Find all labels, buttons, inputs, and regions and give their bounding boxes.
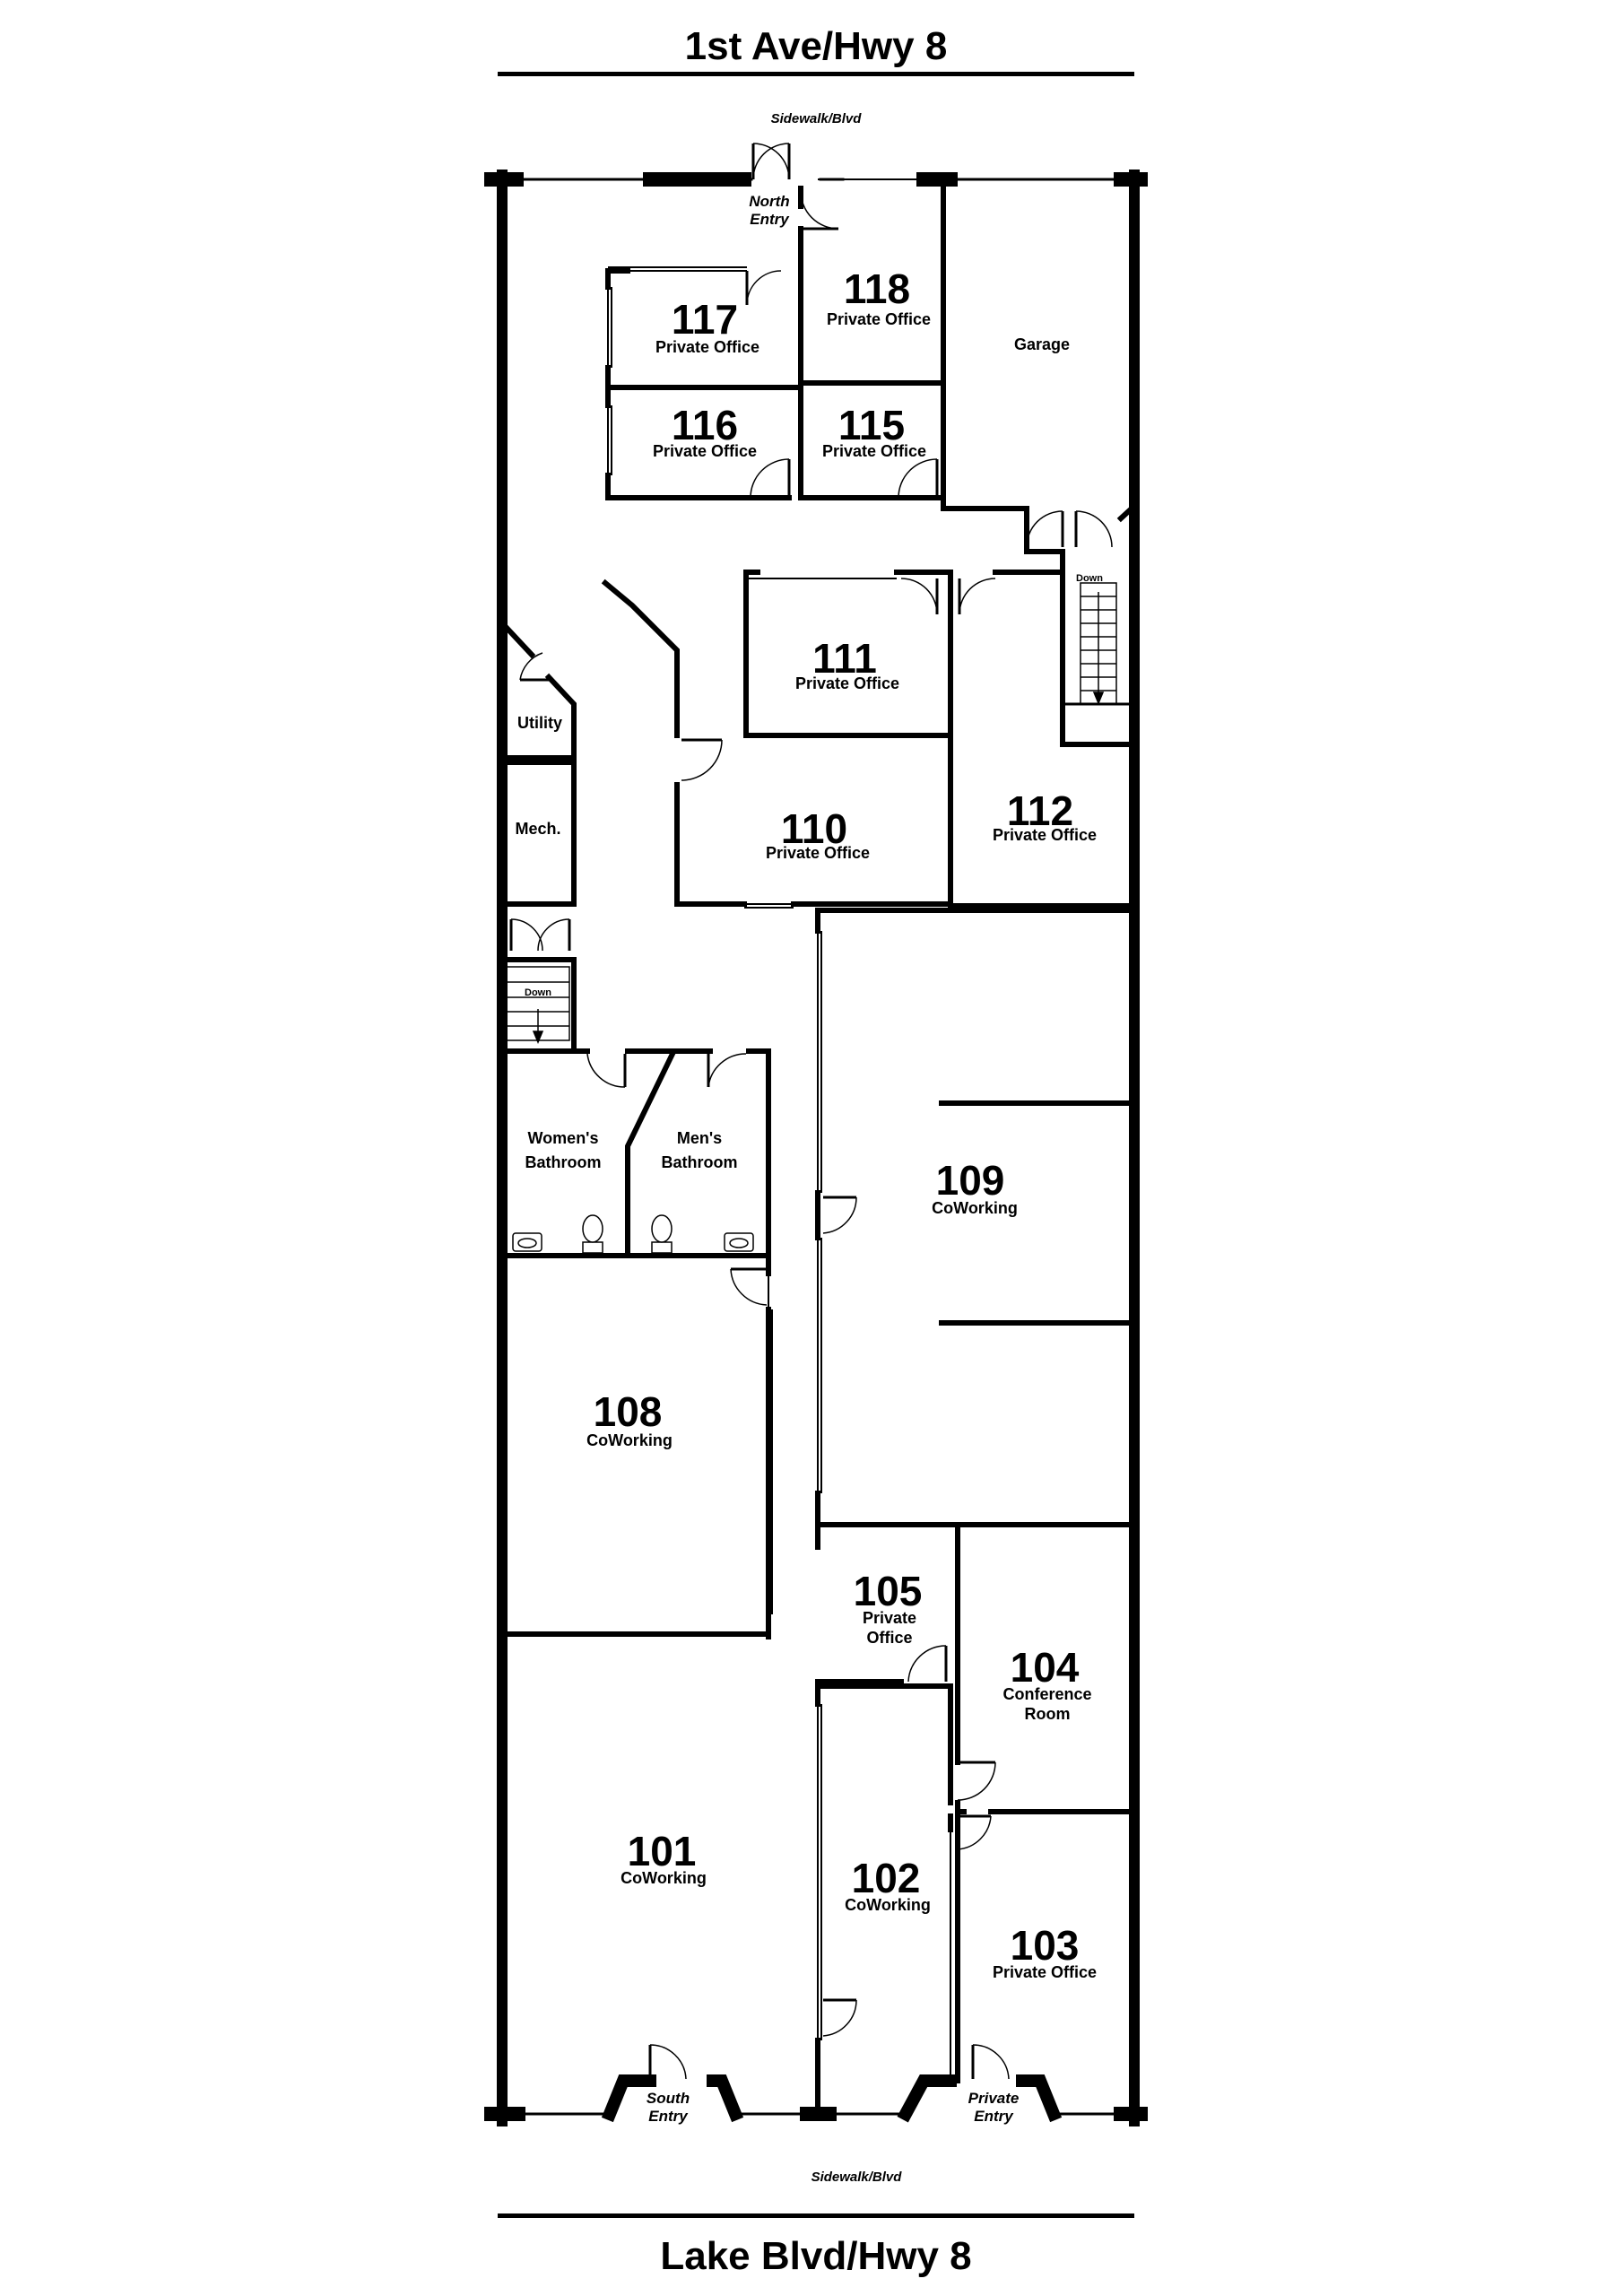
room-111-type: Private Office <box>795 674 899 692</box>
door-mens[interactable] <box>707 1053 747 1088</box>
space-garage[interactable]: Garage <box>1014 335 1070 353</box>
room-112-type: Private Office <box>993 826 1097 844</box>
womens-bathroom-label-line2: Bathroom <box>525 1153 602 1171</box>
room-105-type-line1: Private <box>863 1609 916 1627</box>
room-108[interactable]: 108 CoWorking <box>586 1388 673 1449</box>
garage-label: Garage <box>1014 335 1070 353</box>
stairs-east-label: Down <box>1076 573 1103 584</box>
door-103[interactable] <box>957 1814 992 1850</box>
room-116-number: 116 <box>672 402 738 448</box>
room-103-number: 103 <box>1011 1922 1080 1969</box>
door-115[interactable] <box>898 458 939 499</box>
room-103[interactable]: 103 Private Office <box>993 1922 1097 1981</box>
room-110-number: 110 <box>781 805 847 852</box>
street-bottom-line <box>498 2213 1134 2218</box>
room-101-type: CoWorking <box>621 1869 707 1887</box>
room-115-number: 115 <box>838 402 905 448</box>
room-117-type: Private Office <box>655 338 759 356</box>
room-101[interactable]: 101 CoWorking <box>621 1828 707 1887</box>
room-110-type: Private Office <box>766 844 870 862</box>
room-103-type: Private Office <box>993 1963 1097 1981</box>
room-104[interactable]: 104 Conference Room <box>1002 1644 1091 1723</box>
space-utility[interactable]: Utility <box>517 714 562 732</box>
room-109-type: CoWorking <box>932 1199 1018 1217</box>
room-104-number: 104 <box>1011 1644 1080 1691</box>
room-104-type-line2: Room <box>1025 1705 1071 1723</box>
door-south-entry[interactable] <box>648 2044 687 2080</box>
room-109-number: 109 <box>936 1157 1005 1204</box>
room-102-type: CoWorking <box>845 1896 931 1914</box>
door-116[interactable] <box>750 458 791 499</box>
sidewalk-top-label: Sidewalk/Blvd <box>771 111 863 126</box>
exterior-walls <box>484 170 1148 2126</box>
private-entry-label-line2: Entry <box>974 2108 1014 2125</box>
room-112-number: 112 <box>1007 787 1073 834</box>
door-womens[interactable] <box>586 1053 627 1088</box>
space-mech[interactable]: Mech. <box>515 820 560 838</box>
room-115-type: Private Office <box>822 442 926 460</box>
south-entry-label-line2: Entry <box>648 2108 689 2125</box>
room-105-number: 105 <box>854 1568 923 1614</box>
bathroom-fixtures-icon <box>512 1214 754 1254</box>
room-116[interactable]: 116 Private Office <box>653 402 757 460</box>
womens-bathroom[interactable]: Women's Bathroom <box>525 1129 602 1171</box>
room-117[interactable]: 117 Private Office <box>655 296 759 356</box>
door-110[interactable] <box>681 738 723 781</box>
room-118-number: 118 <box>844 265 910 312</box>
mens-bathroom[interactable]: Men's Bathroom <box>662 1129 738 1171</box>
room-105-type-line2: Office <box>866 1629 912 1647</box>
womens-bathroom-label-line1: Women's <box>528 1129 599 1147</box>
door-102[interactable] <box>822 1998 857 2037</box>
door-garage[interactable] <box>1026 510 1064 548</box>
room-102[interactable]: 102 CoWorking <box>845 1855 931 1914</box>
north-entry-label-line1: North <box>749 193 789 210</box>
sidewalk-bottom-label: Sidewalk/Blvd <box>812 2170 903 2185</box>
room-108-number: 108 <box>594 1388 663 1435</box>
room-118[interactable]: 118 Private Office <box>827 265 931 328</box>
utility-label: Utility <box>517 714 562 732</box>
stairs-west-label: Down <box>525 987 551 998</box>
door-stair-2[interactable] <box>1074 510 1113 548</box>
street-top-line <box>498 72 1134 76</box>
door-118[interactable] <box>800 190 839 230</box>
room-115[interactable]: 115 Private Office <box>822 402 926 460</box>
private-entry-label-line1: Private <box>968 2090 1020 2107</box>
stairs-east-icon <box>1080 582 1117 705</box>
room-111[interactable]: 111 Private Office <box>795 635 899 692</box>
room-112[interactable]: 112 Private Office <box>993 787 1097 844</box>
door-private-entry[interactable] <box>971 2044 1010 2080</box>
room-118-type: Private Office <box>827 310 931 328</box>
door-utility[interactable] <box>519 652 551 682</box>
room-117-number: 117 <box>672 296 738 343</box>
door-stair-1[interactable] <box>509 918 571 952</box>
door-104[interactable] <box>957 1761 996 1801</box>
room-109[interactable]: 109 CoWorking <box>932 1157 1018 1217</box>
room-105[interactable]: 105 Private Office <box>854 1568 923 1647</box>
stairs-west-icon <box>506 966 570 1044</box>
door-108[interactable] <box>730 1267 768 1306</box>
north-entry-door[interactable] <box>751 143 791 180</box>
room-102-number: 102 <box>852 1855 921 1901</box>
mens-bathroom-label-line1: Men's <box>677 1129 722 1147</box>
door-109[interactable] <box>822 1196 857 1234</box>
door-105[interactable] <box>907 1645 948 1683</box>
room-104-type-line1: Conference <box>1002 1685 1091 1703</box>
room-116-type: Private Office <box>653 442 757 460</box>
room-108-type: CoWorking <box>586 1431 673 1449</box>
door-112[interactable] <box>958 578 996 615</box>
street-bottom-label: Lake Blvd/Hwy 8 <box>660 2234 971 2278</box>
mech-label: Mech. <box>515 820 560 838</box>
room-101-number: 101 <box>628 1828 697 1874</box>
room-110[interactable]: 110 Private Office <box>766 805 870 862</box>
street-top-label: 1st Ave/Hwy 8 <box>685 24 948 68</box>
glass-partitions <box>607 178 951 2081</box>
door-111[interactable] <box>900 578 939 615</box>
room-111-number: 111 <box>812 635 877 682</box>
interior-walls <box>499 177 1137 2117</box>
mens-bathroom-label-line2: Bathroom <box>662 1153 738 1171</box>
south-entry-label-line1: South <box>647 2090 690 2107</box>
door-117[interactable] <box>745 270 782 306</box>
north-entry-label-line2: Entry <box>750 211 790 228</box>
